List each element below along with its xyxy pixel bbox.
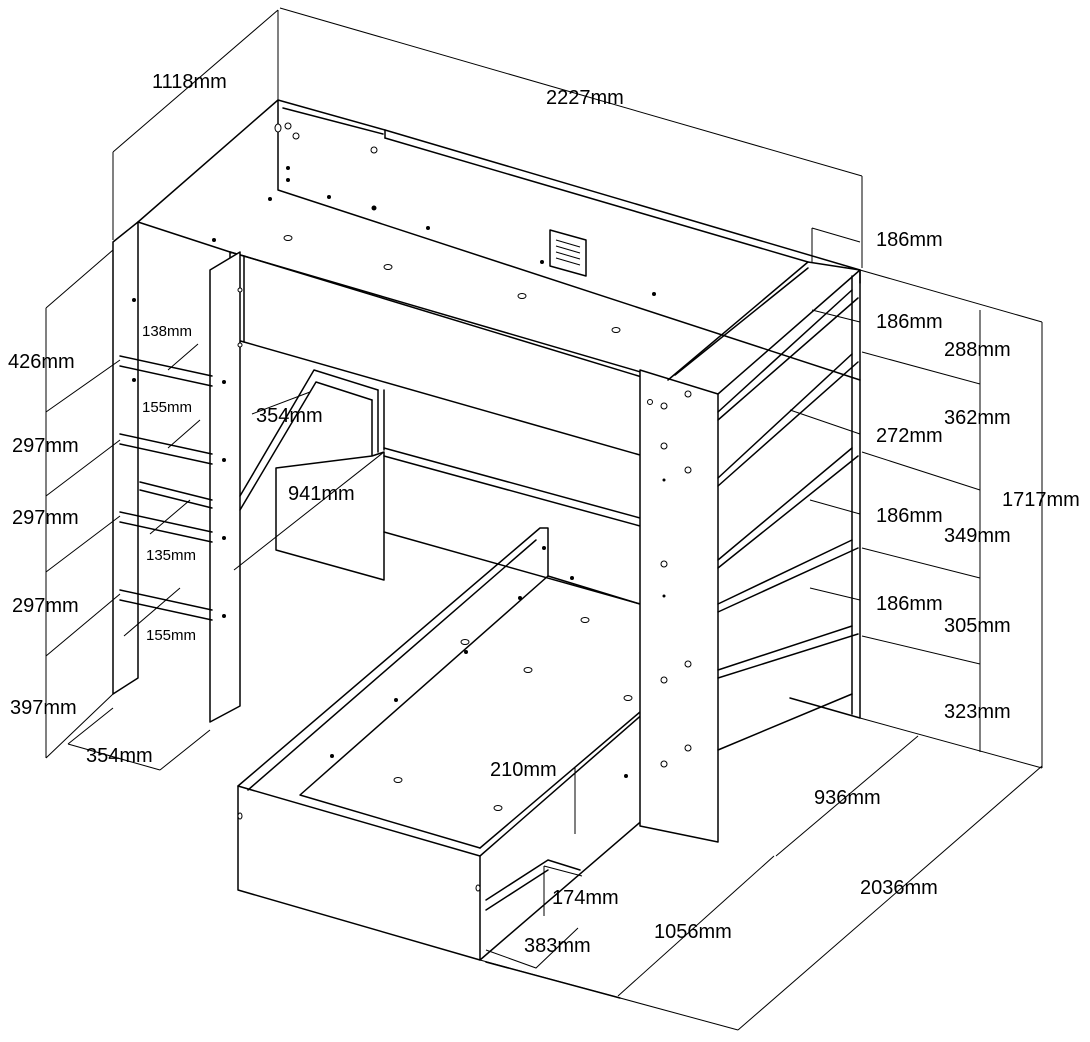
label-shelf-depth-4: 186mm [876, 505, 943, 527]
shelf-2 [717, 353, 859, 487]
lower-bed-right-side [479, 711, 646, 961]
label-lower-bed-width: 1056mm [654, 921, 732, 943]
label-ladder-top: 426mm [8, 351, 75, 373]
label-shelf-depth-top: 186mm [876, 229, 943, 251]
dim-ladder-extensions [45, 359, 121, 657]
label-shelf-gap-5: 323mm [944, 701, 1011, 723]
label-ladder-gap-1: 297mm [12, 435, 79, 457]
back-rail-lower [384, 137, 809, 263]
front-rail-bottom [243, 341, 641, 456]
label-length-total: 2227mm [546, 87, 624, 109]
label-ladder-rung-2: 155mm [142, 399, 192, 416]
label-ladder-width: 354mm [86, 745, 153, 767]
label-shelf-gap-1: 288mm [944, 339, 1011, 361]
left-end-top [137, 99, 279, 223]
ladder-rung-3 [119, 511, 213, 543]
dim-2036 [737, 765, 1043, 1031]
dim-941-desk [233, 451, 385, 571]
label-desk-length: 941mm [288, 483, 355, 505]
lower-bed-side [237, 527, 549, 849]
dim-2036-base [479, 959, 739, 1031]
dim-383 [485, 927, 579, 969]
shelf-1 [717, 289, 859, 421]
dim-ladder-ends [45, 249, 114, 759]
slat-holes [212, 122, 656, 333]
front-rail-inner [243, 255, 669, 386]
ladder [112, 221, 243, 723]
label-drawer-depth: 383mm [524, 935, 591, 957]
label-ladder-gap-3: 297mm [12, 595, 79, 617]
label-ladder-rung-4: 155mm [146, 627, 196, 644]
label-depth-total: 1118mm [152, 71, 227, 93]
ladder-right-rail [209, 251, 241, 723]
shelf-3 [717, 447, 859, 569]
left-end-front [137, 221, 231, 253]
shelf-6 [717, 693, 853, 751]
label-drawer-height: 174mm [552, 887, 619, 909]
dim-354-desk [251, 391, 311, 415]
upper-bed-frame [137, 99, 861, 456]
ladder-left-rail [112, 221, 139, 695]
dim-936 [775, 735, 919, 857]
label-bed-side-height: 210mm [490, 759, 557, 781]
bookcase-front-post [639, 369, 719, 843]
dim-1056 [617, 855, 775, 997]
dim-rung-leaders [123, 343, 201, 637]
label-bookcase-length: 936mm [814, 787, 881, 809]
desk-leg-a [371, 389, 379, 457]
desk-top-left [239, 369, 379, 497]
dim-174 [543, 865, 583, 916]
bookcase-top [667, 261, 861, 395]
post-holes [647, 390, 692, 768]
label-shelf-gap-4: 305mm [944, 615, 1011, 637]
desk [239, 369, 641, 605]
ladder-rung-2 [119, 433, 213, 465]
shelf-4 [717, 539, 859, 613]
label-shelf-gap-3: 349mm [944, 525, 1011, 547]
ladder-rung-1 [119, 355, 213, 387]
vent-grille [549, 229, 587, 277]
dim-186-top [811, 227, 861, 262]
dim-354-ladder [67, 707, 211, 771]
dimension-labels: 1118mm 2227mm 186mm 186mm 272mm 186mm 18… [8, 71, 1080, 957]
lower-bed-back [547, 575, 641, 605]
lower-bed [237, 527, 646, 999]
lower-bed-holes [237, 546, 633, 892]
label-shelf-gap-2: 362mm [944, 407, 1011, 429]
back-panel-inner [282, 107, 384, 135]
dim-1118 [112, 9, 279, 240]
label-ladder-rung-1: 138mm [142, 323, 192, 340]
label-shelf-depth-5: 186mm [876, 593, 943, 615]
label-ladder-rung-3: 135mm [146, 547, 196, 564]
ladder-mid-bar [139, 481, 213, 509]
dimension-lines [45, 7, 1043, 1031]
desk-leg-panel [275, 451, 385, 581]
label-ladder-bottom: 397mm [10, 697, 77, 719]
label-desk-width: 354mm [256, 405, 323, 427]
lower-bed-side-inner [247, 539, 537, 791]
bookcase-top-inner [674, 267, 809, 376]
label-shelf-depth-2: 186mm [876, 311, 943, 333]
dim-1717 [859, 269, 1043, 769]
dim-2227 [279, 7, 863, 268]
dim-shelf-depths [789, 309, 861, 601]
shelf-5 [717, 625, 859, 679]
back-rail [384, 129, 861, 284]
desk-lower-rail [383, 531, 641, 605]
desk-top-inner [239, 381, 373, 511]
label-ladder-gap-2: 297mm [12, 507, 79, 529]
lower-bed-top-inner [479, 711, 641, 849]
back-panel-top [277, 99, 386, 139]
dim-shelf-extensions [861, 351, 981, 665]
label-lower-length: 2036mm [860, 877, 938, 899]
drawer-top [485, 859, 581, 911]
label-shelf-depth-3: 272mm [876, 425, 943, 447]
desk-back-rail [383, 447, 641, 527]
bookcase [639, 261, 861, 843]
label-height-total: 1717mm [1002, 489, 1080, 511]
